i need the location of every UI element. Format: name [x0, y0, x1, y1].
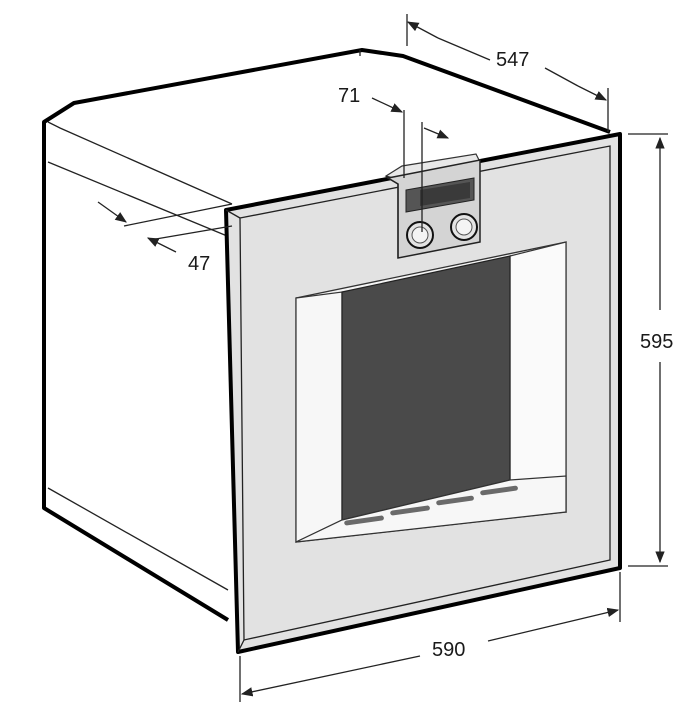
depth-arrow-right: [577, 85, 608, 101]
front-offset-label: 47: [188, 253, 210, 275]
oven-housing: [42, 48, 611, 622]
right-knob-icon[interactable]: [450, 213, 478, 241]
depth-label: 547: [496, 49, 529, 71]
width-arrow-left: [240, 655, 421, 697]
dimension-width: 590: [239, 572, 621, 702]
vent-slot: [390, 505, 430, 516]
oven-window: [295, 241, 567, 543]
control-panel-depth-label: 71: [338, 85, 360, 107]
left-knob-icon[interactable]: [406, 221, 434, 249]
control-arrow-left: [371, 97, 404, 113]
dimension-control-panel: 71: [338, 85, 450, 232]
dimension-height: 595: [628, 133, 673, 567]
dimension-front-offset: 47: [97, 201, 233, 275]
housing-outline: [42, 48, 611, 622]
housing-top-inner-line: [47, 161, 233, 239]
window-left-reveal: [295, 291, 343, 543]
dimension-depth: 547: [406, 14, 609, 132]
housing-top-edge: [47, 121, 233, 205]
display-screen-inner: [420, 182, 470, 206]
housing-bottom-inner-line: [47, 487, 229, 591]
width-label: 590: [432, 639, 465, 661]
window-glass: [341, 255, 511, 521]
offset-arrow-upper: [97, 201, 127, 223]
vent-slot: [480, 485, 518, 496]
control-panel-face: [385, 159, 481, 259]
vent-slots: [344, 485, 518, 526]
front-panel-bevel: [239, 145, 611, 641]
depth-arrow-left: [406, 21, 439, 39]
control-arrow-right: [423, 127, 450, 139]
offset-arrow-lower: [146, 237, 177, 253]
height-label: 595: [640, 331, 673, 353]
window-right-reveal: [509, 241, 567, 513]
vent-slot: [436, 495, 474, 506]
control-panel-side: [385, 175, 399, 258]
front-panel-side-edge: [225, 209, 245, 653]
control-panel: [384, 153, 481, 259]
vent-slot: [344, 515, 384, 526]
width-arrow-right: [487, 607, 620, 642]
